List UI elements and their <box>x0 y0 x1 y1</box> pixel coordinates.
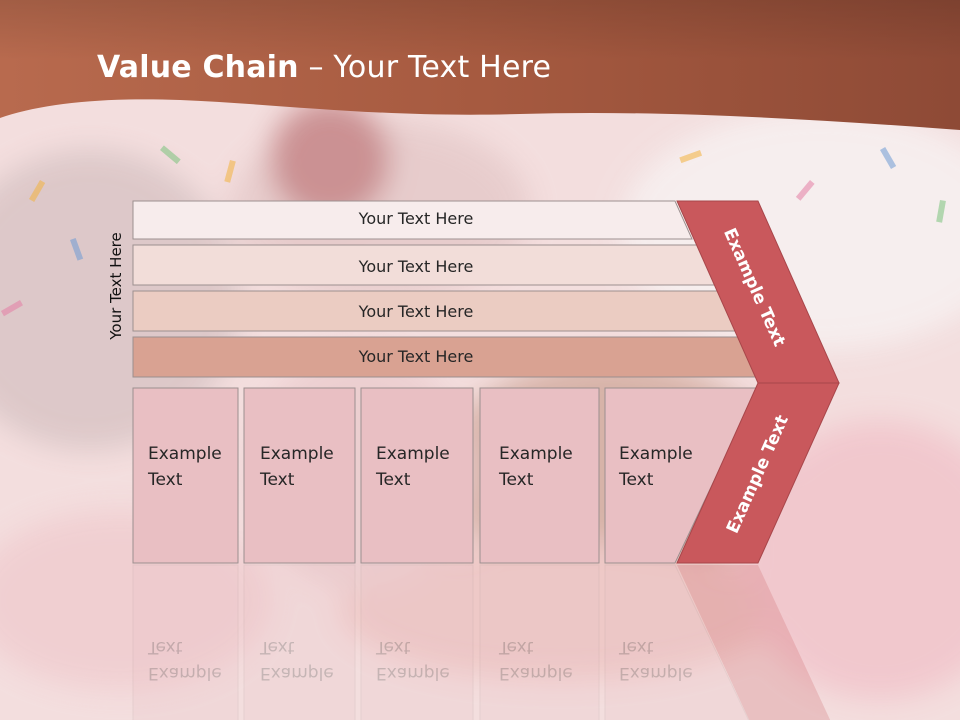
support-bar-1[interactable] <box>132 200 693 240</box>
support-bars: Your Text Here Your Text Here Your Text … <box>132 200 763 378</box>
activity-box-4[interactable] <box>479 387 600 564</box>
margin-chevron[interactable]: Example Text Example Text <box>676 200 840 564</box>
slide-title-rest: – Your Text Here <box>298 50 552 85</box>
reflection-text-4b: Text <box>498 637 534 657</box>
activity-box-3-line1: Example <box>376 444 450 464</box>
reflection: Example Text Example Text Example Text E… <box>132 564 831 720</box>
slide-title-bold: Value Chain <box>97 50 299 85</box>
activity-box-1[interactable] <box>132 387 239 564</box>
activity-box-3[interactable] <box>360 387 474 564</box>
reflection-text-5: Example <box>619 663 693 683</box>
activity-box-2-line2: Text <box>259 470 295 490</box>
primary-activities: Example Text Example Text Example Text E… <box>132 387 759 564</box>
activity-box-2-line1: Example <box>260 444 334 464</box>
chevron-lower <box>676 382 840 564</box>
activity-box-2[interactable] <box>243 387 356 564</box>
activity-box-1-line1: Example <box>148 444 222 464</box>
support-bar-4-label: Your Text Here <box>358 347 474 366</box>
activity-box-5-line2: Text <box>618 470 654 490</box>
activity-box-3-line2: Text <box>375 470 411 490</box>
reflection-text-2b: Text <box>259 637 295 657</box>
reflection-text-1b: Text <box>147 637 183 657</box>
activity-box-4-line1: Example <box>499 444 573 464</box>
reflection-text-4: Example <box>499 663 573 683</box>
activity-box-4-line2: Text <box>498 470 534 490</box>
activity-box-5[interactable] <box>604 387 759 564</box>
reflection-text-5b: Text <box>618 637 654 657</box>
reflection-text-1: Example <box>148 663 222 683</box>
support-bar-3-label: Your Text Here <box>358 302 474 321</box>
activity-box-5-line1: Example <box>619 444 693 464</box>
activity-box-1-line2: Text <box>147 470 183 490</box>
support-bar-2-label: Your Text Here <box>358 257 474 276</box>
support-bar-1-label: Your Text Here <box>358 209 474 228</box>
slide-title: Value Chain – Your Text Here <box>97 50 551 85</box>
reflection-text-3: Example <box>376 663 450 683</box>
reflection-text-2: Example <box>260 663 334 683</box>
reflection-text-3b: Text <box>375 637 411 657</box>
